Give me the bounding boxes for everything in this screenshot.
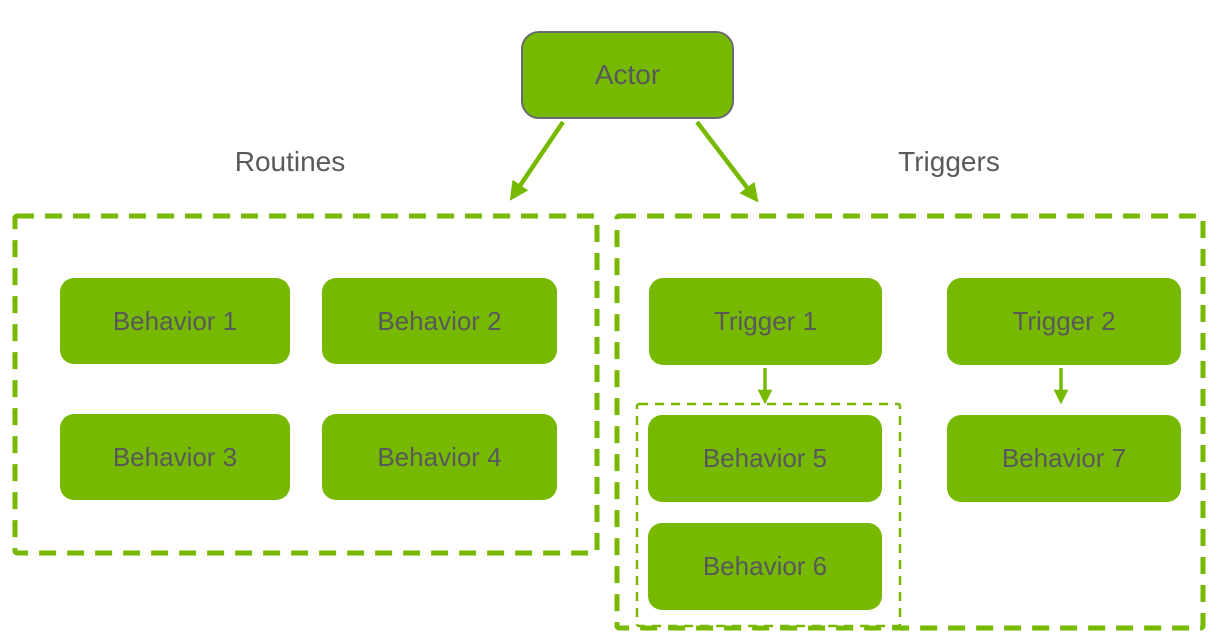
triggers-section-label: Triggers (898, 146, 1000, 177)
behavior-7-node: Behavior 7 (947, 415, 1181, 502)
trigger-1-label: Trigger 1 (713, 306, 818, 336)
actor-node: Actor (521, 31, 734, 119)
behavior-4-label: Behavior 4 (377, 441, 502, 472)
behavior-1-label: Behavior 1 (112, 305, 238, 336)
behavior-5-label: Behavior 5 (702, 443, 828, 473)
behavior-2-label: Behavior 2 (377, 305, 502, 336)
routines-section-label: Routines (234, 146, 346, 177)
routines-region-border (12, 213, 600, 556)
behavior-3-label: Behavior 3 (112, 441, 238, 472)
behavior-1-node: Behavior 1 (60, 278, 290, 364)
arrow-actor-to-routines (509, 120, 565, 201)
arrow-actor-to-triggers (695, 120, 759, 203)
behavior-3-node: Behavior 3 (60, 414, 290, 500)
trigger-2-label: Trigger 2 (1012, 306, 1116, 336)
trigger-1-node: Trigger 1 (649, 278, 882, 365)
behavior-2-node: Behavior 2 (322, 278, 557, 364)
behavior-6-node: Behavior 6 (648, 523, 882, 610)
behavior-5-node: Behavior 5 (648, 415, 882, 502)
actor-label: Actor (594, 59, 661, 90)
behavior-4-node: Behavior 4 (322, 414, 557, 500)
behavior-6-label: Behavior 6 (702, 551, 828, 581)
trigger-2-node: Trigger 2 (947, 278, 1181, 365)
behavior-7-label: Behavior 7 (1001, 443, 1127, 473)
